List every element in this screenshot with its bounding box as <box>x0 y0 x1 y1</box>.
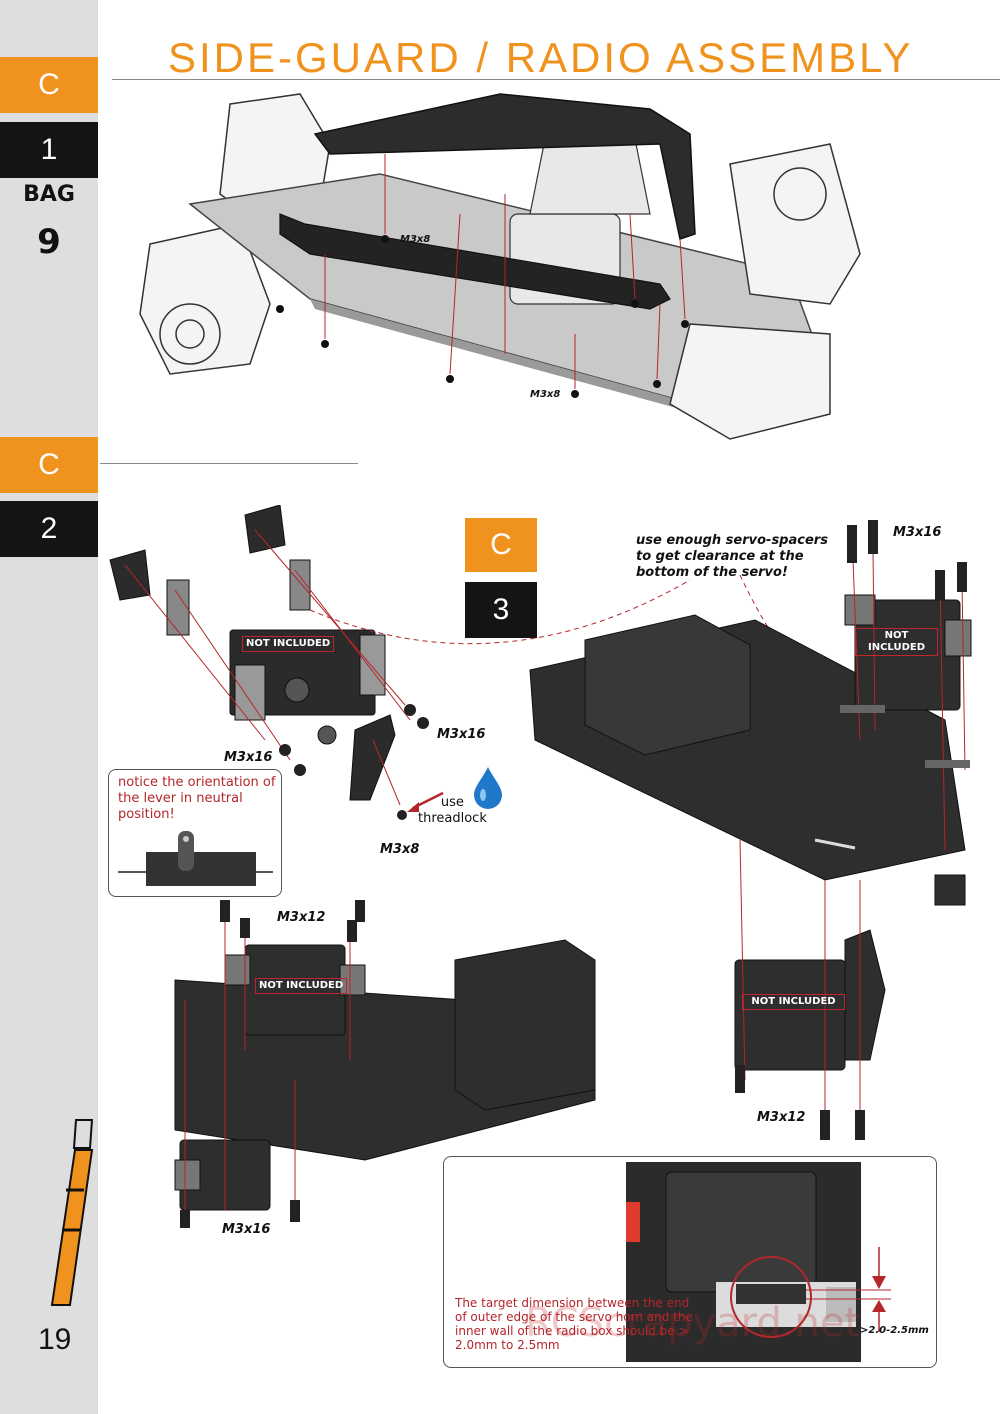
title-rule <box>112 79 1000 80</box>
servo-horn-clearance-illustration <box>626 1162 891 1362</box>
step-letter: C <box>490 528 512 561</box>
not-included-badge-lower-left: NOT INCLUDED <box>255 978 348 994</box>
threadlock-text: use threadlock <box>418 795 487 827</box>
step-c2-number-tab: 2 <box>0 501 98 557</box>
spacers-note: use enough servo-spacers to get clearanc… <box>636 533 828 580</box>
not-included-badge: NOT INCLUDED <box>242 636 335 652</box>
screw-label-m3x12-right: M3x12 <box>757 1110 806 1125</box>
step-c1-number-tab: 1 <box>0 122 98 178</box>
orientation-note: notice the orientation of the lever in n… <box>118 775 276 822</box>
lever-neutral-illustration <box>118 831 273 886</box>
radio-tray-assembled-illustration <box>174 900 596 1228</box>
side-guard-illustration <box>130 84 945 459</box>
step-letter: C <box>38 448 60 481</box>
step-c3-letter-tab: C <box>465 518 537 572</box>
step-number: 3 <box>492 593 510 626</box>
screw-label-m3x16-lower: M3x16 <box>222 1222 271 1237</box>
screw-label-m3x16-servo-top: M3x16 <box>893 525 942 540</box>
threadlock-arrow-icon <box>407 791 444 812</box>
step-c1-letter-tab: C <box>0 57 98 113</box>
threadlock-line-1: use <box>440 795 464 810</box>
watermark: RCScrapyard.net <box>525 1300 861 1346</box>
screw-label-m3x8-lever: M3x8 <box>380 842 420 857</box>
radio-tray-illustration <box>529 520 972 1140</box>
step-c2-letter-tab: C <box>0 437 98 493</box>
screw-label-m3x12-lower: M3x12 <box>277 910 326 925</box>
step-number: 2 <box>40 512 58 545</box>
screw-label-m3x16-right: M3x16 <box>437 727 486 742</box>
not-included-badge-lower-right: NOT INCLUDED <box>742 994 845 1010</box>
screw-label-m3x8-bottom: M3x8 <box>530 389 561 400</box>
step-letter: C <box>38 68 60 101</box>
page-number: 19 <box>38 1323 72 1356</box>
not-included-badge-top: NOT INCLUDED <box>855 628 938 656</box>
bag-label: BAG <box>23 182 75 207</box>
target-dimension-note: The target dimension between the end of … <box>455 1296 693 1352</box>
bag-number: 9 <box>37 222 61 262</box>
step-c3-number-tab: 3 <box>465 582 537 638</box>
product-logo <box>50 1119 94 1306</box>
dimension-label: >2.0-2.5mm <box>860 1325 929 1336</box>
step-number: 1 <box>40 133 58 166</box>
threadlock-line-2: threadlock <box>418 811 487 826</box>
screw-label-m3x16-left: M3x16 <box>224 750 273 765</box>
page-title: SIDE-GUARD / RADIO ASSEMBLY <box>168 34 914 81</box>
screw-label-m3x8-top: M3x8 <box>400 234 431 245</box>
section-rule <box>100 463 358 464</box>
threadlock-drop-icon <box>474 767 502 809</box>
